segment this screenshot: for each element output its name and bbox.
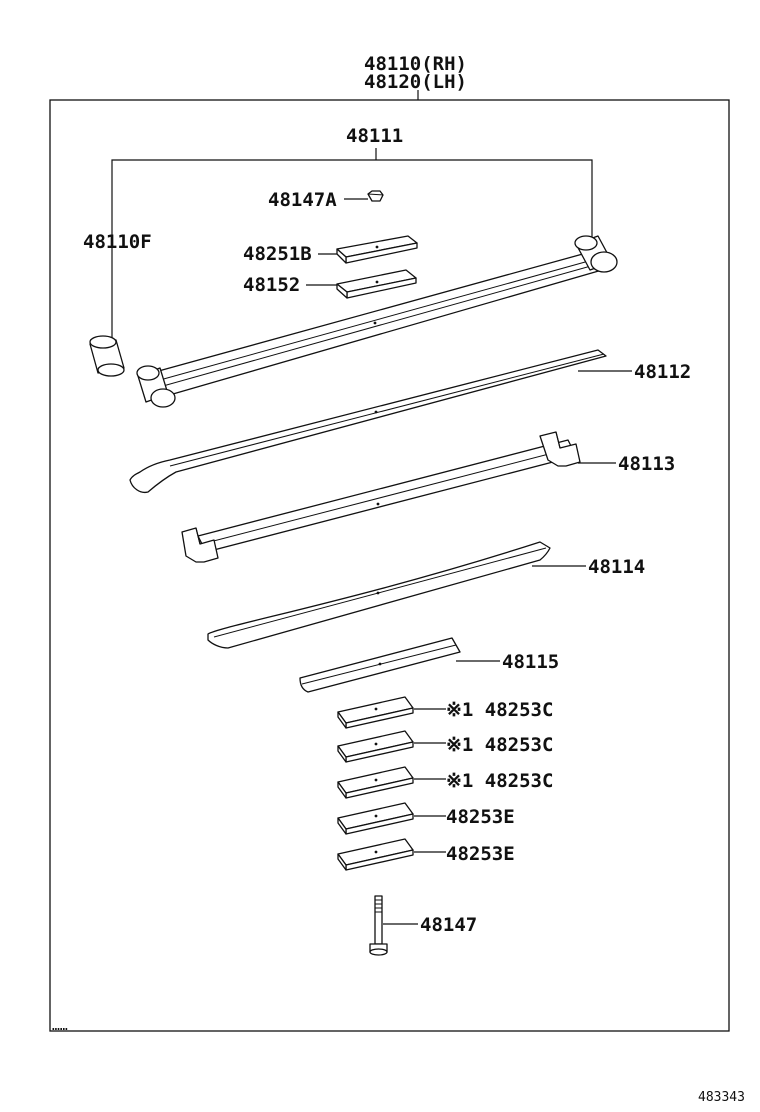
label-48253e-2: 48253E [446,843,515,865]
corner-mark: …… [52,1019,68,1034]
bushing-48110f [89,335,125,377]
label-48111: 48111 [346,125,403,147]
diagram-frame [49,99,730,1032]
nut-48147a [367,190,384,202]
main-leaf-48111 [136,235,618,408]
bracket-48111 [111,159,593,340]
spacer-48253e-1 [337,802,414,835]
spacer-48253e-2 [337,838,414,871]
figure-reference: 483343 [698,1090,745,1105]
label-48147: 48147 [420,914,477,936]
label-48114: 48114 [588,556,645,578]
label-48253c-3: ※1 48253C [446,770,553,792]
label-48115: 48115 [502,651,559,673]
label-48251b: 48251B [243,243,312,265]
label-48253c-1: ※1 48253C [446,699,553,721]
label-48113: 48113 [618,453,675,475]
leaf-48114 [207,541,551,649]
spacer-48253c-1 [337,696,414,729]
label-48110f: 48110F [83,231,152,253]
leaf-48112 [129,349,607,494]
assembly-number-rh: 48110(RH) [364,53,467,75]
spacer-48253c-2 [337,730,414,763]
plate-48152 [336,269,417,299]
leaf-48115 [299,637,461,693]
bolt-48147 [369,895,388,956]
spacer-48253c-3 [337,766,414,799]
leaf-48113 [181,431,581,563]
assembly-number-lh: 48120(LH) [364,71,467,93]
label-48112: 48112 [634,361,691,383]
label-48253e-1: 48253E [446,806,515,828]
label-48253c-2: ※1 48253C [446,734,553,756]
plate-48251b [336,235,418,264]
label-48147a: 48147A [268,189,337,211]
label-48152: 48152 [243,274,300,296]
